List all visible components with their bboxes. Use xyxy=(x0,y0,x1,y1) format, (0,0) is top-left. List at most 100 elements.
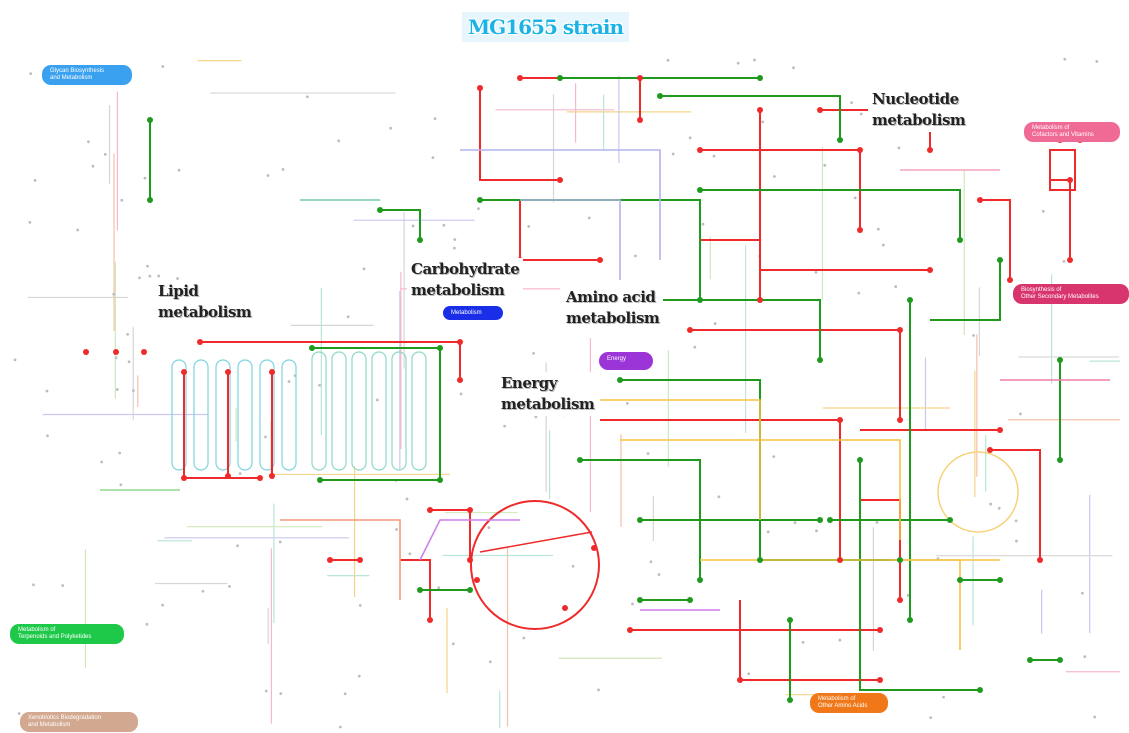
other-amino-acids-badge[interactable]: Metabolism of Other Amino Acids xyxy=(810,693,888,713)
reaction-node-green xyxy=(147,117,153,123)
cofactors-vitamins-badge[interactable]: Metabolism of Cofactors and Vitamins xyxy=(1024,122,1120,142)
reaction-node-green xyxy=(787,697,793,703)
background-compound-dot xyxy=(631,602,634,606)
lipid-cycle-loop xyxy=(193,359,209,471)
category-pathway-line xyxy=(620,439,901,540)
background-compound-dot xyxy=(487,526,491,529)
background-compound-dot xyxy=(693,345,697,349)
background-compound-dot xyxy=(646,452,650,455)
fatty-acid-loop xyxy=(411,351,427,471)
background-compound-dot xyxy=(46,434,49,438)
background-compound-dot xyxy=(100,460,104,464)
strain-title: MG1655 strain xyxy=(468,15,624,39)
reaction-node-green xyxy=(1027,657,1033,663)
amino-acid-cycle-circle xyxy=(937,451,1019,533)
reaction-node-red xyxy=(562,605,568,611)
reaction-node-red xyxy=(141,349,147,355)
reaction-node-red xyxy=(817,107,823,113)
reaction-node-red xyxy=(1037,557,1043,563)
background-compound-dot xyxy=(649,560,653,564)
reaction-node-red xyxy=(457,339,463,345)
background-compound-dot xyxy=(857,291,861,295)
amino-acid-metabolism-annotation: Amino acid metabolism xyxy=(562,286,664,330)
reaction-node-green xyxy=(907,297,913,303)
reaction-node-red xyxy=(467,557,473,563)
reaction-node-green xyxy=(417,237,423,243)
reaction-node-red xyxy=(1007,277,1013,283)
background-compound-dot xyxy=(488,660,492,664)
highlighted-reaction-path xyxy=(700,239,761,300)
background-compound-dot xyxy=(597,688,600,692)
background-compound-dot xyxy=(264,435,267,439)
background-compound-dot xyxy=(688,136,692,140)
reaction-node-red xyxy=(897,597,903,603)
other-amino-label-line2: Other Amino Acids xyxy=(818,703,868,709)
highlighted-reaction-path xyxy=(580,459,701,580)
reaction-node-green xyxy=(857,457,863,463)
background-compound-dot xyxy=(451,642,455,646)
background-compound-dot xyxy=(881,243,885,247)
carbohydrate-metabolism-badge[interactable]: Metabolism xyxy=(443,306,503,320)
background-compound-dot xyxy=(997,506,1001,510)
reaction-node-green xyxy=(787,617,793,623)
reaction-node-green xyxy=(897,557,903,563)
background-compound-dot xyxy=(103,152,107,156)
background-compound-dot xyxy=(32,583,35,587)
carbohydrate-annotation-line1: Carbohydrate xyxy=(411,260,520,278)
background-compound-dot xyxy=(792,66,795,70)
background-compound-dot xyxy=(859,112,863,116)
reaction-node-red xyxy=(427,617,433,623)
background-compound-dot xyxy=(850,101,854,105)
secondary-metabolites-badge[interactable]: Biosynthesis of Other Secondary Metaboli… xyxy=(1013,284,1129,304)
background-compound-dot xyxy=(61,584,65,587)
highlighted-reaction-path xyxy=(479,88,560,181)
background-compound-dot xyxy=(87,140,90,144)
background-compound-dot xyxy=(1095,60,1099,63)
reaction-node-red xyxy=(327,557,333,563)
reaction-node-green xyxy=(147,197,153,203)
reaction-node-green xyxy=(637,597,643,603)
background-compound-dot xyxy=(306,95,309,99)
xenobiotics-badge[interactable]: Xenobiotics Biodegradation and Metabolis… xyxy=(20,712,138,732)
reaction-node-red xyxy=(927,147,933,153)
reaction-node-red xyxy=(269,369,275,375)
background-compound-dot xyxy=(452,246,456,250)
secondary-label-line2: Other Secondary Metabolites xyxy=(1021,294,1099,300)
background-compound-dot xyxy=(1014,519,1018,523)
background-compound-dot xyxy=(236,544,239,548)
background-compound-dot xyxy=(264,689,268,693)
background-compound-dot xyxy=(13,358,17,362)
reaction-node-red xyxy=(897,327,903,333)
glycan-label-line2: and Metabolism xyxy=(50,75,93,81)
reaction-node-green xyxy=(437,477,443,483)
xenobiotics-label-line2: and Metabolism xyxy=(28,722,71,728)
background-compound-dot xyxy=(287,380,291,383)
fatty-acid-loop xyxy=(311,351,327,471)
energy-metabolism-annotation: Energy metabolism xyxy=(497,372,599,416)
background-compound-dot xyxy=(1083,655,1087,659)
terpenoids-label-line2: Terpenoids and Polyketides xyxy=(18,634,92,640)
background-compound-dot xyxy=(91,164,95,168)
reaction-node-green xyxy=(697,577,703,583)
xenobiotics-label-line1: Xenobiotics Biodegradation xyxy=(28,715,102,721)
reaction-node-green xyxy=(997,577,1003,583)
background-compound-dot xyxy=(17,712,21,715)
background-compound-dot xyxy=(942,695,945,699)
background-compound-dot xyxy=(120,198,124,202)
reaction-node-green xyxy=(377,207,383,213)
background-compound-dot xyxy=(442,223,446,227)
background-compound-dot xyxy=(362,267,366,271)
background-compound-dot xyxy=(201,589,205,593)
background-compound-dot xyxy=(815,529,818,533)
glycan-metabolism-badge[interactable]: Glycan Biosynthesis and Metabolism xyxy=(42,65,132,85)
tca-cycle-circle xyxy=(470,500,600,630)
background-compound-dot xyxy=(126,333,130,336)
background-compound-dot xyxy=(119,483,123,487)
terpenoids-polyketides-badge[interactable]: Metabolism of Terpenoids and Polyketides xyxy=(10,624,124,644)
background-compound-dot xyxy=(28,220,32,224)
reaction-node-green xyxy=(817,517,823,523)
background-compound-dot xyxy=(1062,260,1066,263)
reaction-node-red xyxy=(557,177,563,183)
reaction-node-green xyxy=(637,517,643,523)
energy-metabolism-badge[interactable]: Energy xyxy=(599,352,653,370)
